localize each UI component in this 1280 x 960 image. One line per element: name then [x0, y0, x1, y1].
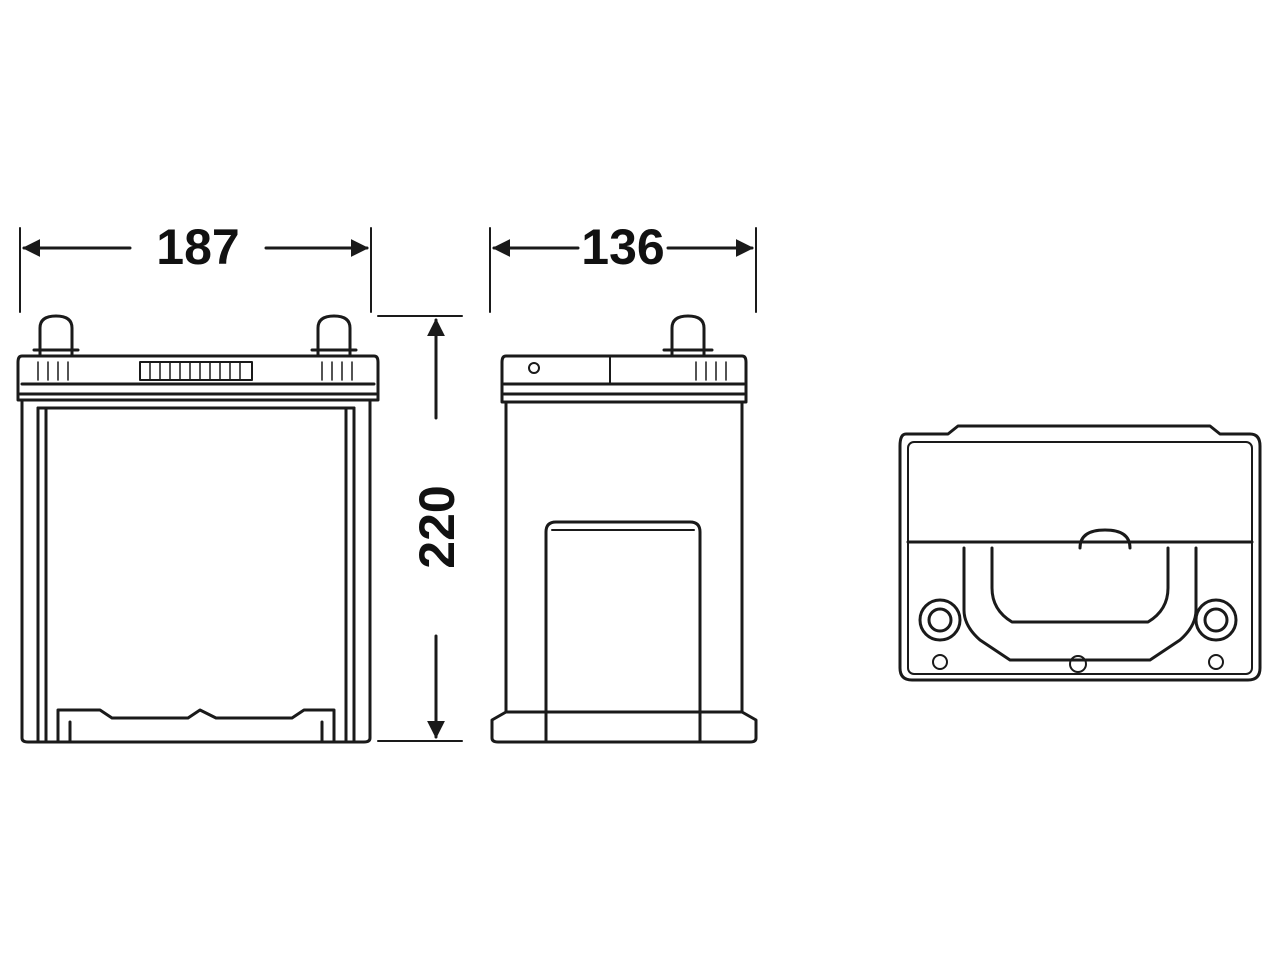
dimension-length: [19, 227, 372, 313]
dimension-height: [377, 315, 463, 742]
height-dimension-label: 220: [409, 485, 465, 568]
battery-front-view: [16, 314, 380, 744]
length-dimension-label: 187: [156, 219, 239, 275]
battery-top-view: [898, 424, 1262, 682]
battery-side-view: [490, 314, 758, 744]
width-dimension-label: 136: [581, 219, 664, 275]
dimension-width: [489, 227, 757, 313]
